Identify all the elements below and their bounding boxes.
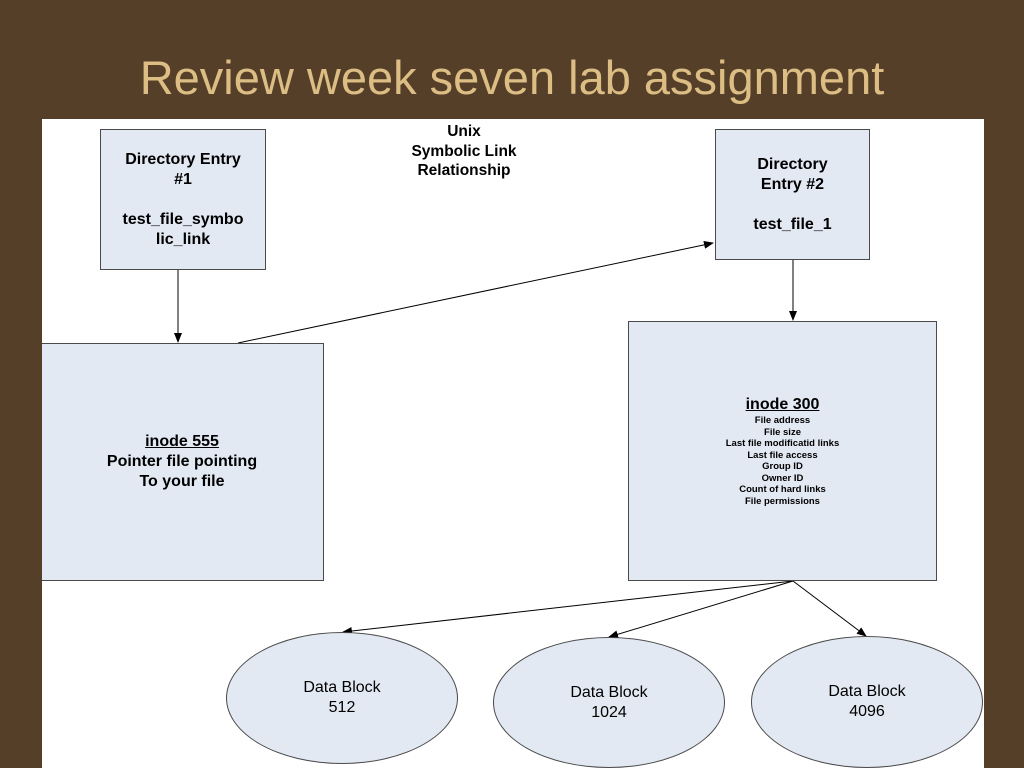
data-block-4096: Data Block 4096 [751, 636, 983, 768]
directory-entry-2-title: Directory [757, 155, 828, 173]
directory-entry-2: Directory Entry #2 test_file_1 [715, 129, 870, 260]
directory-entry-1-name: lic_link [155, 230, 211, 248]
data-block-label: Data Block [570, 683, 648, 701]
inode-300-attribute: Last file modificatid links [725, 438, 840, 449]
directory-entry-1-name: test_file_symbo [122, 210, 244, 228]
inode-555-line: Pointer file pointing [106, 453, 258, 470]
data-block-label: Data Block [828, 683, 906, 700]
arrow-inode300-to-block4096 [792, 580, 867, 637]
inode-555: inode 555 Pointer file pointing To your … [42, 343, 324, 581]
inode-300-attribute: Last file access [747, 449, 818, 461]
caption-line: Symbolic Link [411, 142, 517, 160]
inode-300-attribute: File permissions [745, 495, 820, 507]
inode-300-attribute: Owner ID [761, 472, 804, 484]
slide-title: Review week seven lab assignment [139, 51, 885, 104]
inode-300-attribute: Group ID [762, 461, 803, 472]
arrow-inode300-to-block512 [342, 580, 794, 635]
inode-300-title: inode 300 [745, 396, 820, 413]
inode-555-line: To your file [139, 473, 225, 490]
inode-300-attribute: Count of hard links [739, 484, 826, 495]
data-block-label: Data Block [303, 679, 381, 696]
data-block-size: 1024 [591, 703, 627, 721]
diagram-arrows [174, 240, 867, 639]
directory-entry-1: Directory Entry #1 test_file_symbo lic_l… [100, 129, 266, 270]
directory-entry-1-title: #1 [174, 170, 192, 188]
arrow-inode300-to-block1024 [608, 580, 794, 639]
directory-entry-1-title: Directory Entry [125, 150, 241, 168]
inode-300: inode 300 File address File size Last fi… [628, 321, 937, 581]
data-block-size: 4096 [849, 703, 885, 720]
diagram-caption: Unix Symbolic Link Relationship [364, 122, 564, 181]
data-block-512: Data Block 512 [226, 632, 458, 764]
directory-entry-2-name: test_file_1 [753, 215, 832, 233]
directory-entry-2-title: Entry #2 [760, 175, 825, 193]
diagram-canvas: Unix Symbolic Link Relationship Director… [42, 119, 984, 768]
inode-300-attribute: File size [764, 426, 801, 438]
caption-line: Relationship [417, 162, 511, 179]
data-block-size: 512 [328, 699, 356, 716]
caption-line: Unix [447, 123, 481, 140]
data-block-1024: Data Block 1024 [493, 637, 725, 768]
inode-300-attribute: File address [754, 415, 811, 426]
inode-555-title: inode 555 [145, 433, 219, 450]
arrow-inode555-to-dir2 [237, 240, 714, 344]
